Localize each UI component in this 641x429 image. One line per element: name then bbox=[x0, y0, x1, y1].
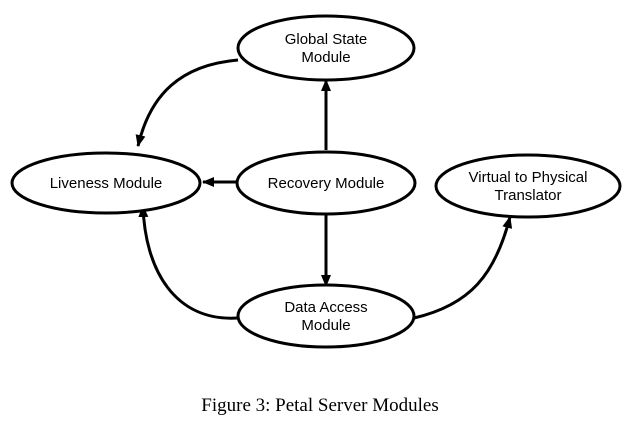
node-global-state: Global State Module bbox=[236, 14, 416, 82]
node-data-access: Data Access Module bbox=[236, 283, 416, 349]
node-recovery-label: Recovery Module bbox=[268, 175, 385, 192]
figure-caption: Figure 3: Petal Server Modules bbox=[201, 395, 438, 416]
node-global-state-label-line1: Global State bbox=[285, 31, 368, 48]
node-liveness: Liveness Module bbox=[10, 151, 202, 215]
edge-data-access-to-liveness bbox=[138, 205, 239, 320]
edge-data-access-to-virtual-translator bbox=[413, 216, 513, 320]
node-data-access-label-line1: Data Access bbox=[284, 299, 367, 316]
node-virtual-translator-label-line1: Virtual to Physical bbox=[469, 169, 588, 186]
edge-global-state-to-liveness bbox=[135, 58, 239, 147]
node-virtual-translator-label-line2: Translator bbox=[495, 187, 562, 204]
node-data-access-label-line2: Module bbox=[301, 317, 350, 334]
node-global-state-label-line2: Module bbox=[301, 49, 350, 66]
node-liveness-label: Liveness Module bbox=[50, 175, 163, 192]
node-virtual-translator: Virtual to Physical Translator bbox=[434, 153, 622, 219]
node-recovery: Recovery Module bbox=[235, 150, 417, 216]
